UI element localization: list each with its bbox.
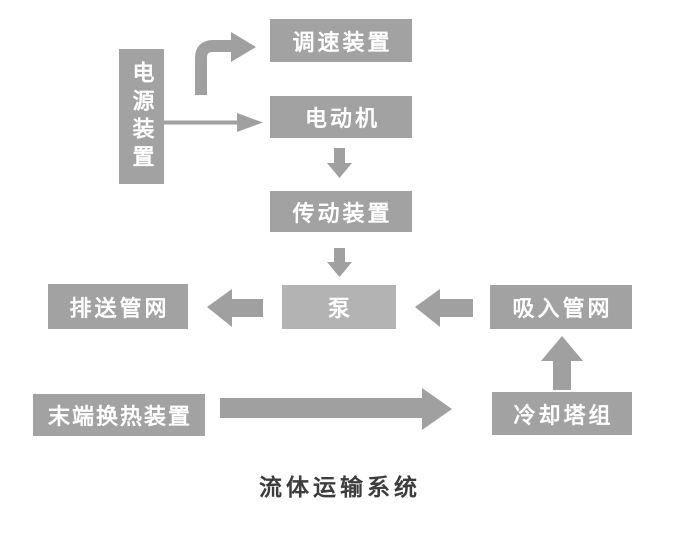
arrow-pump-to-discharge-network <box>207 289 263 327</box>
node-transmission: 传动装置 <box>270 191 412 232</box>
node-terminal-heat-exchanger: 末端换热装置 <box>33 394 205 436</box>
arrow-suction-network-to-pump <box>415 289 473 327</box>
node-cooling-tower: 冷却塔组 <box>492 392 632 435</box>
node-suction-network: 吸入管网 <box>490 285 632 329</box>
node-power-supply: 电源装置 <box>119 49 164 184</box>
node-discharge-network: 排送管网 <box>48 284 188 329</box>
node-pump: 泵 <box>282 285 396 329</box>
node-motor: 电动机 <box>270 96 412 138</box>
arrow-cooling-tower-to-suction-network <box>541 336 583 390</box>
arrow-terminal-heat-exchanger-to-cooling-tower <box>220 388 452 430</box>
arrow-motor-to-transmission <box>327 148 352 178</box>
diagram-title: 流体运输系统 <box>259 475 421 500</box>
arrow-transmission-to-pump <box>327 248 352 277</box>
arrow-power-to-speed-control <box>195 32 256 95</box>
node-speed-control: 调速装置 <box>270 19 412 62</box>
arrow-power-to-motor <box>164 113 263 132</box>
